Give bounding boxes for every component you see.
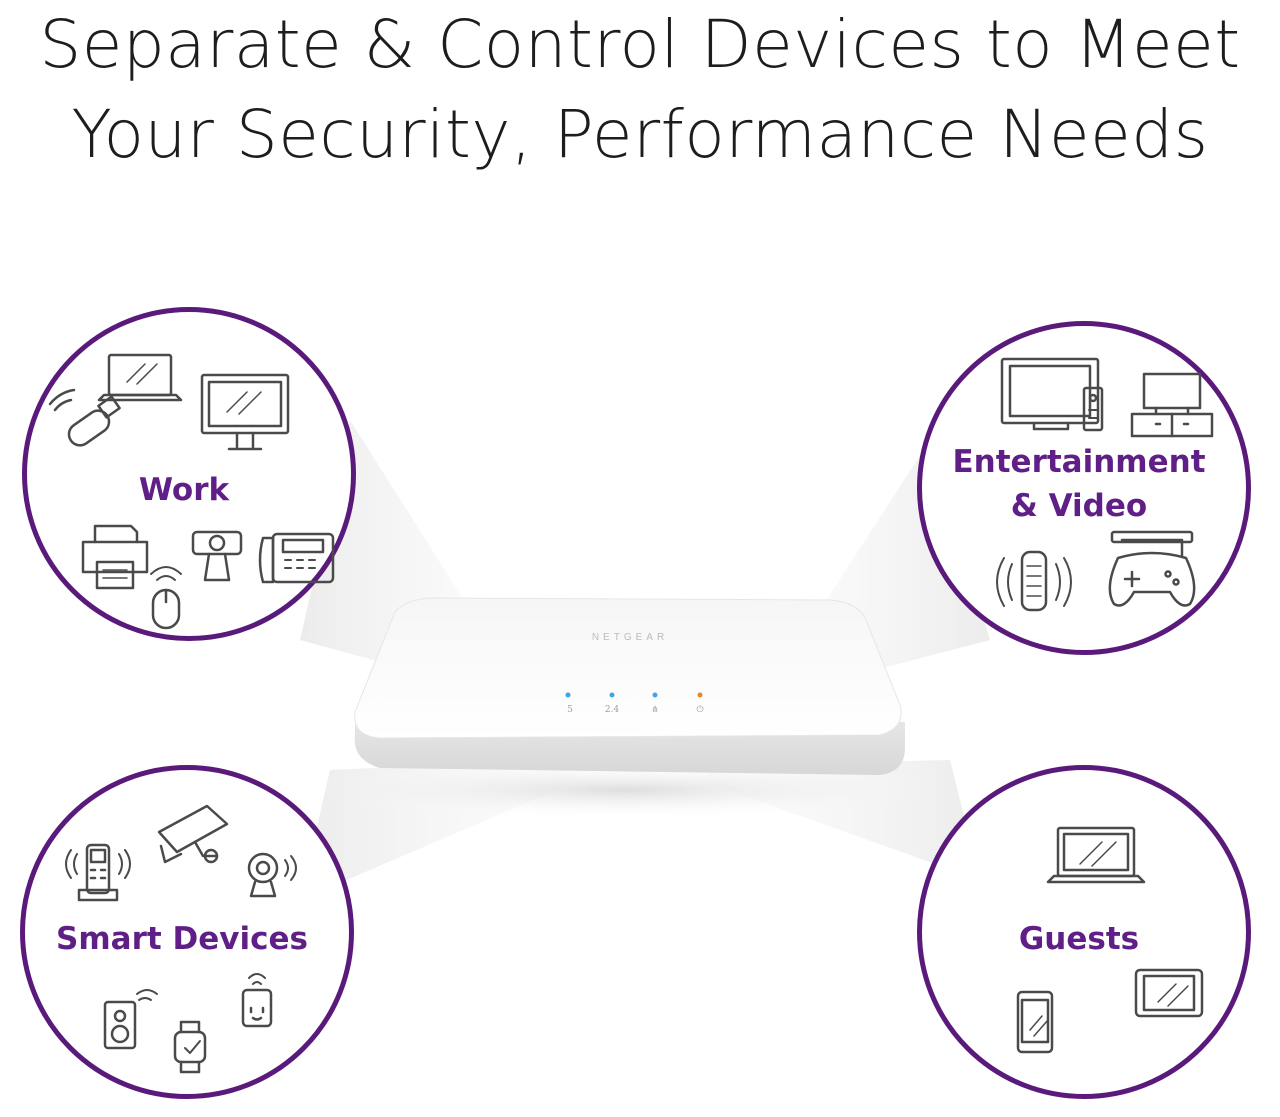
indicator-24ghz-led [609, 692, 615, 698]
headline-line-2: Your Security, Performance Needs [71, 96, 1209, 173]
work-category: Work [22, 307, 356, 641]
headline: Separate & Control Devices to Meet Your … [0, 0, 1280, 180]
speaker-icon [103, 989, 158, 1050]
smart-plug-icon [241, 973, 273, 1028]
smart-remote-icon [65, 843, 131, 902]
desk-phone-icon [258, 532, 335, 584]
laptop-icon [97, 353, 183, 402]
brand-logo: NETGEAR [592, 632, 668, 643]
indicator-lan-led [652, 692, 658, 698]
smart-speaker-icon [996, 550, 1072, 612]
printer-icon [81, 524, 149, 590]
tablet-icon [1134, 968, 1204, 1018]
smart-devices-label: Smart Devices [56, 921, 308, 957]
guests-label: Guests [1018, 921, 1140, 957]
svg-text:5: 5 [567, 705, 573, 715]
smartphone-icon [1016, 990, 1054, 1054]
entertainment-category: Entertainment & Video [917, 321, 1251, 655]
indicator-5ghz-led [565, 692, 571, 698]
tv-stand-icon [1130, 372, 1214, 438]
svg-text:⋔: ⋔ [651, 705, 659, 715]
tv-with-remote-icon [1000, 357, 1104, 432]
entertainment-label-line-1: Entertainment [952, 444, 1206, 480]
smartwatch-icon [173, 1020, 207, 1074]
svg-text:⏻: ⏻ [696, 704, 703, 715]
guests-category: Guests [917, 765, 1251, 1099]
laptop-icon [1046, 826, 1146, 884]
svg-text:2.4: 2.4 [605, 705, 620, 715]
work-label: Work [138, 472, 230, 508]
indicator-lights: 5 2.4 ⋔ ⏻ [565, 692, 704, 715]
indicator-power-led [697, 692, 703, 698]
security-camera-icon [157, 804, 229, 864]
desktop-monitor-icon [200, 373, 290, 451]
game-console-icon [1108, 530, 1196, 607]
home-camera-icon [247, 852, 297, 898]
wireless-mouse-icon [150, 566, 182, 630]
webcam-icon [191, 530, 243, 582]
entertainment-label-line-2: & Video [1010, 488, 1148, 524]
usb-stick-icon [48, 388, 121, 447]
smart-devices-category: Smart Devices [20, 765, 354, 1099]
headline-line-1: Separate & Control Devices to Meet [39, 6, 1241, 83]
